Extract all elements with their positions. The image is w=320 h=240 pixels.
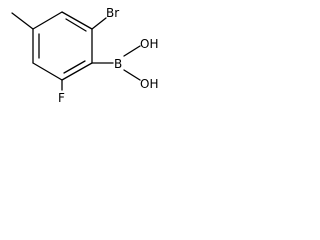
- atom-label-hydroxyl-bottom: OH: [140, 77, 158, 91]
- molecule-structure: Br F B OH OH: [11, 6, 158, 105]
- atom-label-hydroxyl-top: OH: [140, 37, 158, 51]
- bond-boron-oh-bottom: [123, 69, 141, 81]
- atom-label-bromine: Br: [106, 6, 119, 20]
- bond-boron-oh-top: [123, 45, 141, 57]
- atom-label-boron: B: [114, 57, 122, 71]
- ring-bond-bottom: [32, 62, 63, 81]
- ring-double-bond-2: [63, 60, 86, 74]
- atom-label-fluorine: F: [58, 91, 65, 105]
- ring-double-bond-1: [65, 18, 87, 32]
- benzene-ring: [32, 11, 93, 81]
- ring-bond-upper-left: [32, 11, 63, 30]
- bond-to-bromine: [91, 17, 107, 30]
- bond-to-methyl: [11, 12, 34, 30]
- ring-bond-top: [61, 11, 93, 30]
- ring-bond-right-lower: [61, 62, 93, 81]
